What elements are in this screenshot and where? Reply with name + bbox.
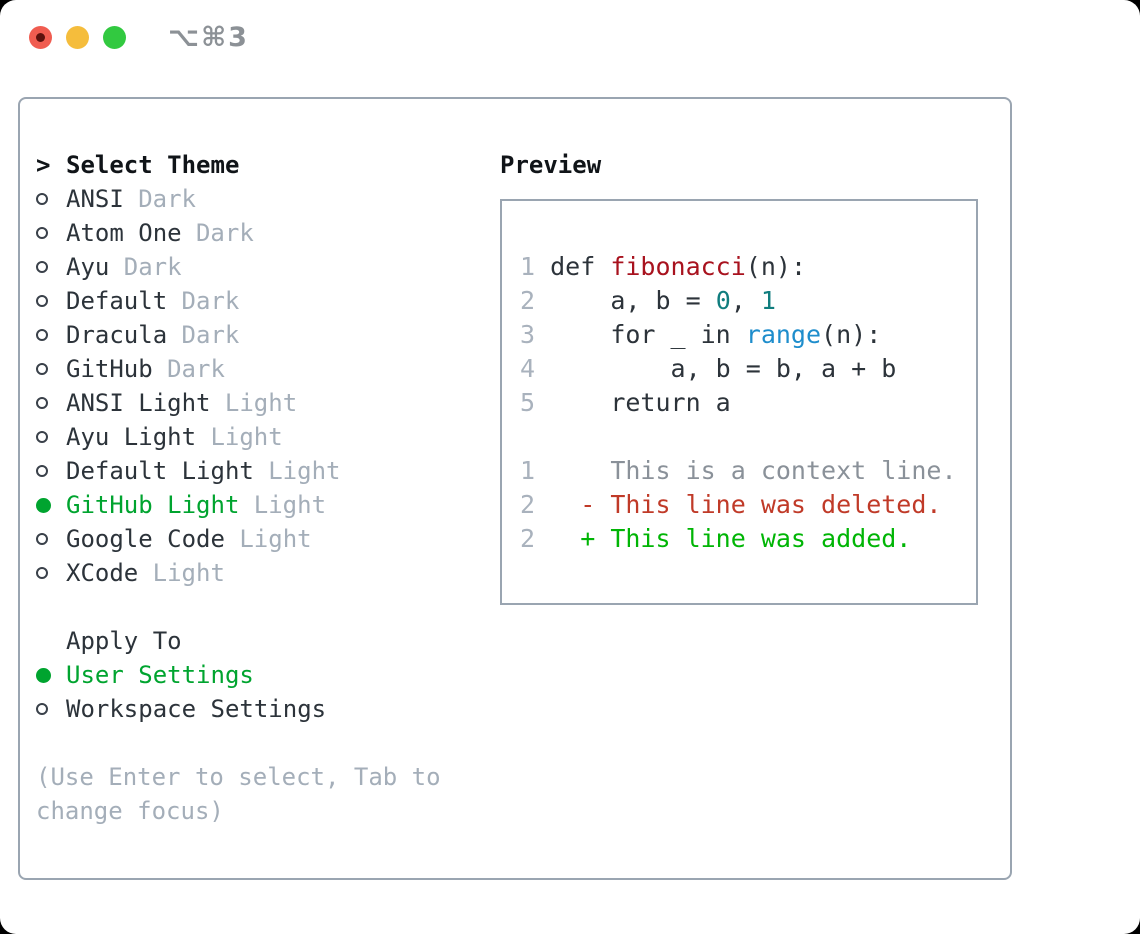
apply-name: Workspace Settings [66, 695, 327, 723]
preview-title: Preview [500, 151, 602, 179]
theme-variant-tag: Dark [195, 219, 254, 247]
radio-icon [36, 397, 66, 409]
radio-icon [36, 329, 66, 341]
theme-name: Default [66, 287, 168, 315]
theme-option-ayu[interactable]: Ayu Dark [36, 250, 441, 284]
theme-variant-tag: Light [239, 525, 312, 553]
radio-icon [36, 465, 66, 477]
code-line: 2 + This line was added. [520, 524, 912, 553]
code-line: 1 def fibonacci(n): [520, 252, 807, 281]
radio-icon [36, 567, 66, 579]
radio-icon [36, 533, 66, 545]
theme-variant-tag: Dark [123, 253, 182, 281]
spacer [36, 726, 441, 760]
theme-variant-tag: Light [152, 559, 225, 587]
theme-name: ANSI [66, 185, 124, 213]
theme-option-ansi-light[interactable]: ANSI Light Light [36, 386, 441, 420]
theme-variant-tag: Light [268, 457, 341, 485]
theme-option-ayu-light[interactable]: Ayu Light Light [36, 420, 441, 454]
theme-variant-tag: Light [224, 389, 298, 417]
preview-box: 1 def fibonacci(n): 2 a, b = 0, 1 3 for _ … [500, 199, 978, 605]
window-shortcut-label: ⌥⌘3 [168, 22, 249, 53]
select-theme-header: > Select Theme [36, 148, 441, 182]
code-line [520, 420, 976, 454]
apply-option-user-settings[interactable]: User Settings [36, 658, 441, 692]
unsaved-dot-icon [36, 33, 45, 42]
hint-line: (Use Enter to select, Tab to [36, 763, 441, 791]
theme-variant-tag: Light [253, 491, 327, 519]
theme-name: Default Light [66, 457, 254, 485]
apply-option-workspace-settings[interactable]: Workspace Settings [36, 692, 441, 726]
theme-name: Ayu Light [66, 423, 197, 451]
theme-variant-tag: Dark [181, 287, 240, 315]
radio-icon [36, 261, 66, 273]
title-bar: ⌥⌘3 [29, 22, 249, 53]
theme-variant-tag: Dark [181, 321, 240, 349]
code-preview: 1 def fibonacci(n): 2 a, b = 0, 1 3 for _ … [520, 250, 976, 556]
apply-to-header: Apply To [36, 624, 441, 658]
spacer [36, 590, 441, 624]
theme-variant-tag: Dark [138, 185, 196, 213]
radio-icon [36, 295, 66, 307]
selected-radio-icon [36, 497, 66, 513]
minimize-button[interactable] [66, 26, 89, 49]
theme-name: Dracula [66, 321, 168, 349]
selected-radio-icon [36, 667, 66, 683]
section-title: Apply To [66, 627, 182, 655]
code-line: 5 return a [520, 388, 731, 417]
theme-option-github[interactable]: GitHub Dark [36, 352, 441, 386]
radio-icon [36, 227, 66, 239]
theme-option-default[interactable]: Default Dark [36, 284, 441, 318]
radio-icon [36, 193, 66, 205]
preview-column: Preview 1 def fibonacci(n): 2 a, b = 0, 1… [500, 148, 978, 605]
theme-name: Ayu [66, 253, 110, 281]
radio-icon [36, 431, 66, 443]
theme-name: GitHub [66, 355, 153, 383]
section-title: Select Theme [66, 151, 240, 179]
focus-cursor-icon: > [36, 151, 51, 179]
theme-name: Atom One [66, 219, 182, 247]
theme-variant-tag: Light [210, 423, 283, 451]
theme-name: Google Code [66, 525, 225, 553]
theme-name: GitHub Light [66, 491, 240, 519]
code-line: 2 a, b = 0, 1 [520, 286, 776, 315]
theme-option-google-code[interactable]: Google Code Light [36, 522, 441, 556]
theme-name: XCode [66, 559, 139, 587]
code-line: 2 - This line was deleted. [520, 490, 942, 519]
theme-option-atom-one[interactable]: Atom One Dark [36, 216, 441, 250]
theme-option-ansi[interactable]: ANSI Dark [36, 182, 441, 216]
hint-text: (Use Enter to select, Tab to change focu… [36, 760, 441, 828]
code-line: 1 This is a context line. [520, 456, 957, 485]
zoom-button[interactable] [103, 26, 126, 49]
theme-variant-tag: Dark [167, 355, 225, 383]
theme-option-xcode[interactable]: XCode Light [36, 556, 441, 590]
theme-option-dracula[interactable]: Dracula Dark [36, 318, 441, 352]
radio-icon [36, 703, 66, 715]
close-button[interactable] [29, 26, 52, 49]
apply-name: User Settings [66, 661, 254, 689]
theme-option-default-light[interactable]: Default Light Light [36, 454, 441, 488]
code-line: 4 a, b = b, a + b [520, 354, 897, 383]
code-line: 3 for _ in range(n): [520, 320, 882, 349]
theme-option-github-light[interactable]: GitHub Light Light [36, 488, 441, 522]
radio-icon [36, 363, 66, 375]
hint-line: change focus) [36, 797, 224, 825]
theme-name: ANSI Light [66, 389, 211, 417]
